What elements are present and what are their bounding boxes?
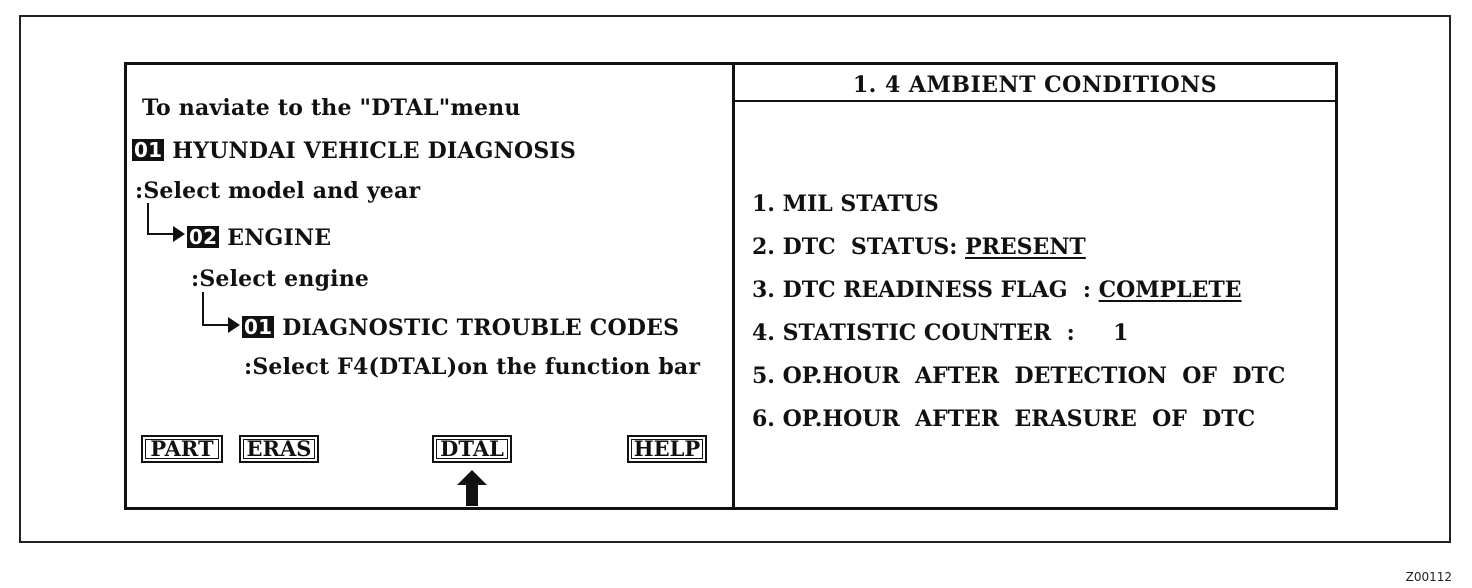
menu-item-trouble-codes[interactable]: 01 DIAGNOSTIC TROUBLE CODES — [242, 315, 679, 341]
menu-code-badge: 02 — [187, 225, 220, 249]
connector-line — [147, 203, 177, 235]
scan-tool-screen: To naviate to the "DTAL"menu 01 HYUNDAI V… — [124, 62, 1338, 510]
hint-text: :Select model and year — [135, 178, 421, 204]
function-key-eras[interactable]: ERAS — [239, 435, 319, 463]
status-item-dtc-status[interactable]: 2. DTC STATUS: PRESENT — [752, 234, 1086, 260]
item-label: 4. STATISTIC COUNTER : — [752, 320, 1114, 346]
menu-item-vehicle-diagnosis[interactable]: 01 HYUNDAI VEHICLE DIAGNOSIS — [132, 138, 576, 164]
function-key-dtal[interactable]: DTAL — [432, 435, 512, 463]
item-value: PRESENT — [965, 234, 1086, 260]
status-item-readiness-flag[interactable]: 3. DTC READINESS FLAG : COMPLETE — [752, 277, 1242, 303]
status-item-op-hour-detection[interactable]: 5. OP.HOUR AFTER DETECTION OF DTC — [752, 363, 1285, 389]
menu-code-badge: 01 — [242, 315, 275, 339]
menu-item-label: ENGINE — [227, 225, 332, 251]
connector-line — [202, 292, 232, 326]
menu-code-badge: 01 — [132, 138, 165, 162]
figure-code: Z00112 — [1405, 570, 1452, 584]
status-item-op-hour-erasure[interactable]: 6. OP.HOUR AFTER ERASURE OF DTC — [752, 406, 1255, 432]
status-item-statistic-counter[interactable]: 4. STATISTIC COUNTER : 1 — [752, 320, 1128, 346]
hint-text: :Select engine — [191, 266, 370, 292]
panel-title: 1. 4 AMBIENT CONDITIONS — [735, 65, 1335, 102]
figure-frame — [19, 15, 1451, 543]
hint-text: :Select F4(DTAL)on the function bar — [244, 354, 701, 380]
ambient-conditions-panel: 1. 4 AMBIENT CONDITIONS 1. MIL STATUS 2.… — [735, 65, 1335, 507]
right-arrow-icon — [173, 226, 185, 242]
navigation-panel: To naviate to the "DTAL"menu 01 HYUNDAI V… — [127, 65, 735, 507]
menu-item-engine[interactable]: 02 ENGINE — [187, 225, 331, 251]
item-label: 2. DTC STATUS: — [752, 234, 966, 260]
right-arrow-icon — [228, 317, 240, 333]
up-arrow-icon — [457, 470, 487, 506]
function-key-help[interactable]: HELP — [627, 435, 707, 463]
item-label: 6. OP.HOUR AFTER ERASURE OF DTC — [752, 406, 1256, 432]
function-key-part[interactable]: PART — [141, 435, 223, 463]
item-value: COMPLETE — [1098, 277, 1242, 303]
item-label: 3. DTC READINESS FLAG : — [752, 277, 1099, 303]
menu-item-label: DIAGNOSTIC TROUBLE CODES — [282, 315, 680, 341]
item-label: 1. MIL STATUS — [752, 191, 939, 217]
intro-text: To naviate to the "DTAL"menu — [142, 95, 521, 121]
item-value: 1 — [1113, 320, 1129, 346]
status-item-mil[interactable]: 1. MIL STATUS — [752, 191, 939, 217]
menu-item-label: HYUNDAI VEHICLE DIAGNOSIS — [172, 138, 577, 164]
item-label: 5. OP.HOUR AFTER DETECTION OF DTC — [752, 363, 1286, 389]
